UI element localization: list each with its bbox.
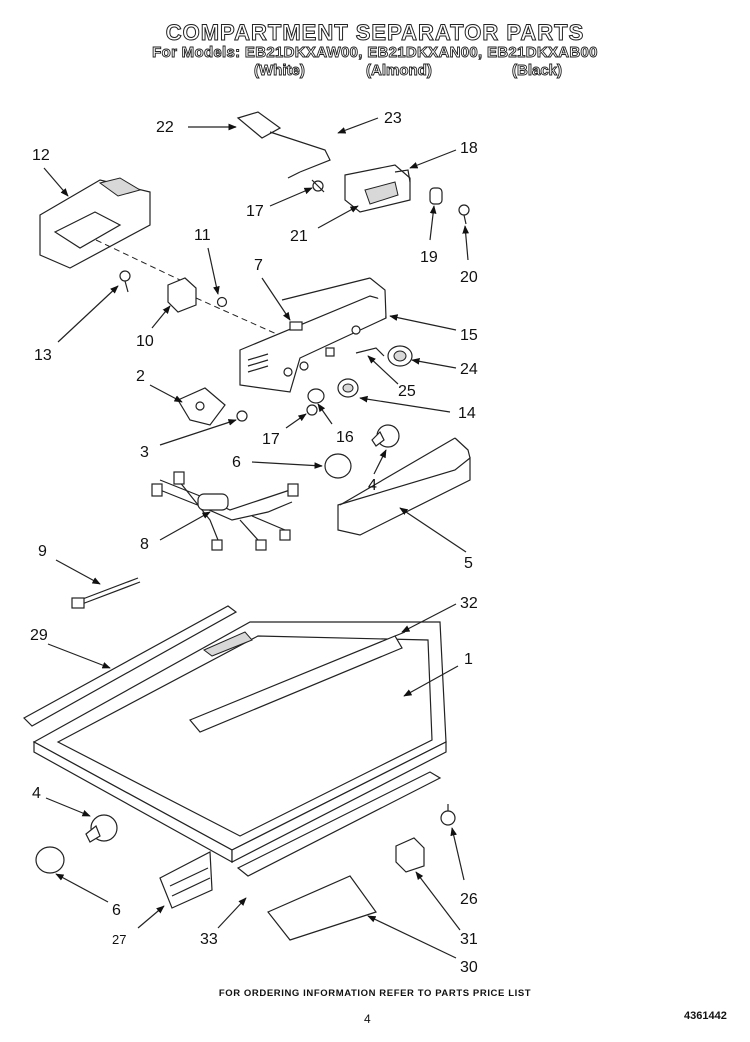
leader-dash-10-15 xyxy=(195,297,291,341)
part-33-lower-trim xyxy=(236,771,442,877)
callout-20: 20 xyxy=(460,269,478,286)
callout-30: 30 xyxy=(460,959,478,976)
variant-almond: (Almond) xyxy=(366,62,433,80)
callout-labels: 22 23 18 12 17 21 19 20 11 7 13 10 15 24… xyxy=(30,110,478,976)
part-17-screw-top xyxy=(311,179,325,193)
callout-17-lower: 17 xyxy=(262,431,280,448)
callout-22: 22 xyxy=(156,119,174,136)
callout-5: 5 xyxy=(464,555,473,572)
part-27-grille xyxy=(159,851,213,909)
part-30-cover-panel xyxy=(267,875,377,941)
part-11-screw xyxy=(216,296,228,308)
part-6-lamp-cover-lower xyxy=(35,846,65,874)
callout-16: 16 xyxy=(336,429,354,446)
callout-24: 24 xyxy=(460,361,478,378)
callout-4-upper: 4 xyxy=(368,477,377,494)
callout-18: 18 xyxy=(460,140,478,157)
callout-17-top: 17 xyxy=(246,203,264,220)
part-14-switch xyxy=(337,378,359,398)
callout-2: 2 xyxy=(136,368,145,385)
page-number: 4 xyxy=(364,1012,371,1026)
part-17-screw-lower xyxy=(306,404,318,416)
variant-white: (White) xyxy=(254,62,306,80)
part-18-thermostat xyxy=(344,164,411,213)
part-2-bracket xyxy=(177,387,226,426)
part-29-rail xyxy=(23,605,238,727)
callout-33: 33 xyxy=(200,931,218,948)
callout-14: 14 xyxy=(458,405,476,422)
part-32-clip-strip xyxy=(394,631,406,637)
callout-25: 25 xyxy=(398,383,416,400)
callout-21: 21 xyxy=(290,228,308,245)
document-id: 4361442 xyxy=(684,1010,727,1022)
part-9-cable-tie xyxy=(71,577,141,609)
callout-1: 1 xyxy=(464,651,473,668)
part-19-bushing xyxy=(429,187,443,205)
model-list: For Models: EB21DKXAW00, EB21DKXAN00, EB… xyxy=(152,44,598,62)
callout-10: 10 xyxy=(136,333,154,350)
page-title: COMPARTMENT SEPARATOR PARTS xyxy=(165,20,585,46)
callout-4-lower: 4 xyxy=(32,785,41,802)
callout-31: 31 xyxy=(460,931,478,948)
callout-27: 27 xyxy=(112,932,126,947)
variant-black: (Black) xyxy=(512,62,563,80)
callout-15: 15 xyxy=(460,327,478,344)
callout-29: 29 xyxy=(30,627,48,644)
callout-8: 8 xyxy=(140,536,149,553)
ordering-note: FOR ORDERING INFORMATION REFER TO PARTS … xyxy=(218,988,532,999)
leader-arrows xyxy=(43,117,470,959)
part-31-switch xyxy=(395,837,425,873)
part-10-relay xyxy=(167,277,197,313)
callout-7: 7 xyxy=(254,257,263,274)
part-22-wire-connector xyxy=(236,111,331,179)
part-4-bulb-lower xyxy=(85,814,118,843)
part-4-bulb-upper xyxy=(371,424,400,448)
part-16-socket xyxy=(307,388,325,404)
part-15-control-panel xyxy=(239,277,387,393)
part-25-clip xyxy=(355,347,385,357)
part-3-screw xyxy=(236,410,248,422)
callout-19: 19 xyxy=(420,249,438,266)
callout-9: 9 xyxy=(38,543,47,560)
leader-dash-12-10 xyxy=(95,239,181,281)
part-8-wire-harness xyxy=(151,471,299,551)
callout-3: 3 xyxy=(140,444,149,461)
callout-6-upper: 6 xyxy=(232,454,241,471)
part-6-lamp-cover-upper xyxy=(324,453,352,479)
callout-26: 26 xyxy=(460,891,478,908)
callout-13: 13 xyxy=(34,347,52,364)
callout-23: 23 xyxy=(384,110,402,127)
part-26-fastener xyxy=(440,804,456,826)
part-12-housing xyxy=(39,177,151,269)
part-20-screw xyxy=(458,204,470,225)
callout-12: 12 xyxy=(32,147,50,164)
part-13-screw xyxy=(119,270,131,293)
callout-32: 32 xyxy=(460,595,478,612)
part-5-trim-strip xyxy=(337,437,471,536)
part-24-knob xyxy=(387,345,413,367)
part-1-separator-shelf xyxy=(32,621,447,864)
callout-6-lower: 6 xyxy=(112,902,121,919)
callout-11: 11 xyxy=(194,227,211,244)
